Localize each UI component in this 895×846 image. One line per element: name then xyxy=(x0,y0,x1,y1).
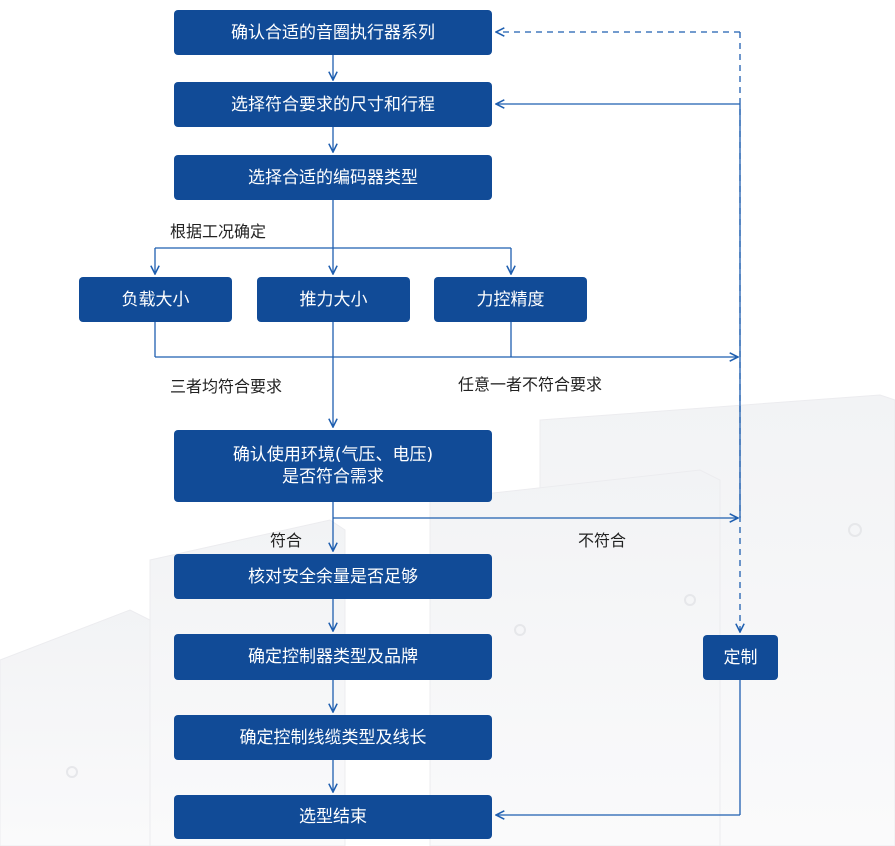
box-confirm-series: 确认合适的音圈执行器系列 xyxy=(174,10,492,55)
label-by-conditions: 根据工况确定 xyxy=(170,222,267,241)
box-end-text: 选型结束 xyxy=(299,807,367,827)
box-environment-line2: 是否符合需求 xyxy=(281,467,384,487)
box-thrust: 推力大小 xyxy=(257,277,410,322)
box-force-control: 力控精度 xyxy=(434,277,587,322)
box-load: 负载大小 xyxy=(79,277,232,322)
label-all-three-meet: 三者均符合要求 xyxy=(170,377,283,396)
box-confirm-series-text: 确认合适的音圈执行器系列 xyxy=(231,22,435,43)
label-any-one-fails: 任意一者不符合要求 xyxy=(458,375,603,394)
box-force-control-text: 力控精度 xyxy=(476,289,545,310)
box-select-size-text: 选择符合要求的尺寸和行程 xyxy=(231,94,435,115)
label-meets: 符合 xyxy=(270,531,303,550)
box-select-size: 选择符合要求的尺寸和行程 xyxy=(174,82,492,127)
box-select-encoder: 选择合适的编码器类型 xyxy=(174,155,492,200)
box-custom: 定制 xyxy=(703,635,778,680)
box-cable: 确定控制线缆类型及线长 xyxy=(174,715,492,760)
box-environment: 确认使用环境(气压、电压) 是否符合需求 xyxy=(174,430,492,502)
box-cable-text: 确定控制线缆类型及线长 xyxy=(239,727,427,748)
box-environment-line1: 确认使用环境(气压、电压) xyxy=(232,445,434,465)
box-controller-text: 确定控制器类型及品牌 xyxy=(248,647,418,667)
box-thrust-text: 推力大小 xyxy=(299,289,368,310)
box-end: 选型结束 xyxy=(174,795,492,839)
box-load-text: 负载大小 xyxy=(121,289,190,310)
box-custom-text: 定制 xyxy=(723,647,758,668)
box-select-encoder-text: 选择合适的编码器类型 xyxy=(248,167,418,188)
box-controller: 确定控制器类型及品牌 xyxy=(174,634,492,680)
box-safety-margin: 核对安全余量是否足够 xyxy=(174,554,492,599)
box-safety-margin-text: 核对安全余量是否足够 xyxy=(248,566,418,587)
label-not-meet: 不符合 xyxy=(578,531,627,550)
